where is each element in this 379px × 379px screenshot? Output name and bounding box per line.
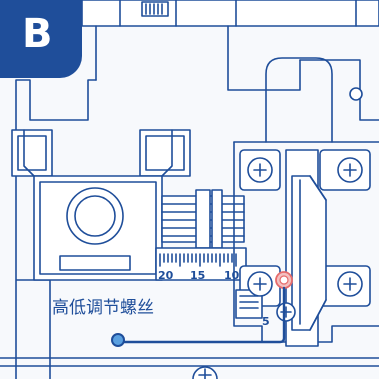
top-frame [81,0,379,27]
scale-tick-label: 20 [158,269,174,282]
ruler-scale [155,247,247,281]
phillips-screw-icon [276,302,296,322]
threaded-rod [161,189,245,249]
highlight-marker-icon [275,271,293,289]
phillips-screw-icon [247,157,273,183]
step-badge-letter: B [22,11,53,57]
phillips-screw-icon [247,271,273,297]
step-badge: B [0,0,82,78]
phillips-screw-icon [337,157,363,183]
scale-tick-label: 5 [262,315,270,328]
scale-tick-label: 15 [190,269,206,282]
slide-rail [235,149,327,347]
left-block [11,129,191,281]
phillips-screw-icon [337,271,363,297]
callout-label: 高低调节螺丝 [52,298,154,318]
callout-dot-icon [111,333,125,347]
phillips-screw-icon [192,366,218,379]
callout-leader-line [118,286,286,344]
base-plate [0,25,379,379]
scale-tick-label: 10 [224,269,240,282]
